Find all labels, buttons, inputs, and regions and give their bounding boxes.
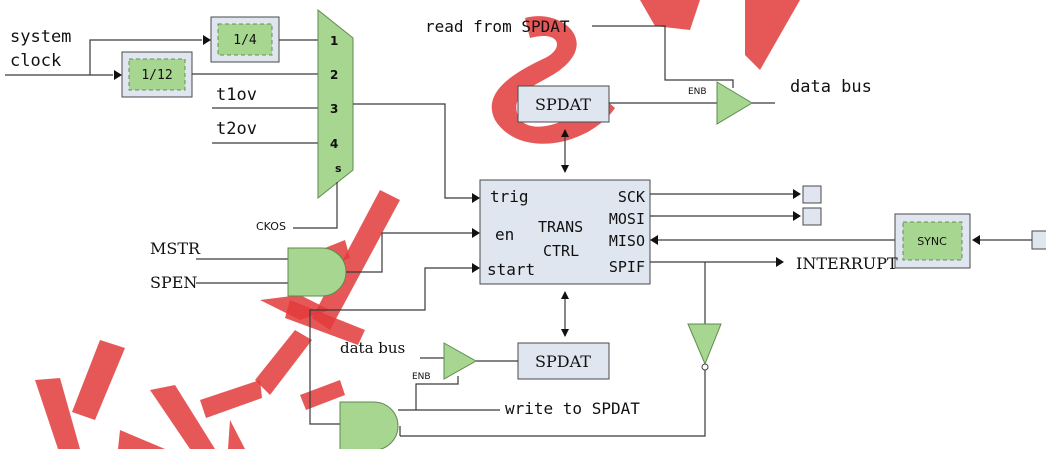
top-data-bus-label: data bus	[790, 77, 872, 97]
divider-1-4-label: 1/4	[233, 33, 257, 48]
bottom-enb-label: ENB	[412, 372, 431, 382]
divider-1-12-label: 1/12	[141, 68, 172, 83]
ctrl-title-line1: TRANS	[538, 218, 583, 236]
write-to-spdat-label: write to SPDAT	[505, 399, 640, 418]
interrupt-label: INTERRUPT	[796, 254, 898, 273]
system-clock-label-line1: system	[10, 27, 71, 47]
spdat-top-label: SPDAT	[535, 95, 591, 114]
system-clock-wires	[5, 35, 211, 80]
sync-label: SYNC	[917, 235, 947, 248]
ctrl-start: start	[487, 260, 535, 279]
mstr-label: MSTR	[150, 239, 201, 258]
ctrl-trig: trig	[490, 187, 529, 206]
mux-input-1: 1	[330, 34, 338, 48]
and-gate-write	[339, 401, 399, 449]
divider-1-12: 1/12	[121, 51, 193, 98]
ctrl-title-line2: CTRL	[543, 242, 579, 260]
spdat-bottom: SPDAT	[517, 342, 610, 380]
mux-input-2: 2	[330, 68, 338, 82]
sck-pin	[802, 185, 822, 204]
divider-1-4: 1/4	[210, 16, 280, 63]
spdat-bottom-label: SPDAT	[535, 352, 591, 371]
mosi-pin	[802, 207, 822, 226]
spdat-top: SPDAT	[517, 85, 610, 123]
miso-pin	[1031, 230, 1046, 250]
tristate-buffer-top	[716, 81, 753, 125]
ctrl-miso: MISO	[609, 232, 645, 250]
ctrl-sck: SCK	[618, 188, 645, 206]
t1ov-label: t1ov	[216, 85, 257, 105]
ctrl-spif: SPIF	[609, 258, 645, 276]
mux-input-3: 3	[330, 102, 338, 116]
top-enb-label: ENB	[688, 87, 707, 97]
trans-ctrl-block: trig en start TRANS CTRL SCK MOSI MISO S…	[479, 179, 651, 285]
system-clock-label-line2: clock	[10, 51, 61, 71]
read-from-spdat-label: read from SPDAT	[425, 17, 570, 36]
ckos-label: CKOS	[256, 220, 286, 233]
ctrl-mosi: MOSI	[609, 210, 645, 228]
spen-label: SPEN	[150, 273, 197, 292]
t2ov-label: t2ov	[216, 119, 257, 139]
bottom-data-bus-label: data bus	[340, 339, 405, 357]
sync-block: SYNC	[894, 213, 971, 269]
mux-select-label: s	[335, 162, 342, 175]
tristate-buffer-bottom	[443, 342, 478, 380]
mux-input-4: 4	[330, 137, 338, 151]
ctrl-en: en	[495, 225, 514, 244]
inverter-spif	[687, 323, 722, 366]
and-gate-enable	[287, 247, 347, 297]
clock-mux: 1 2 3 4 s	[317, 8, 354, 200]
